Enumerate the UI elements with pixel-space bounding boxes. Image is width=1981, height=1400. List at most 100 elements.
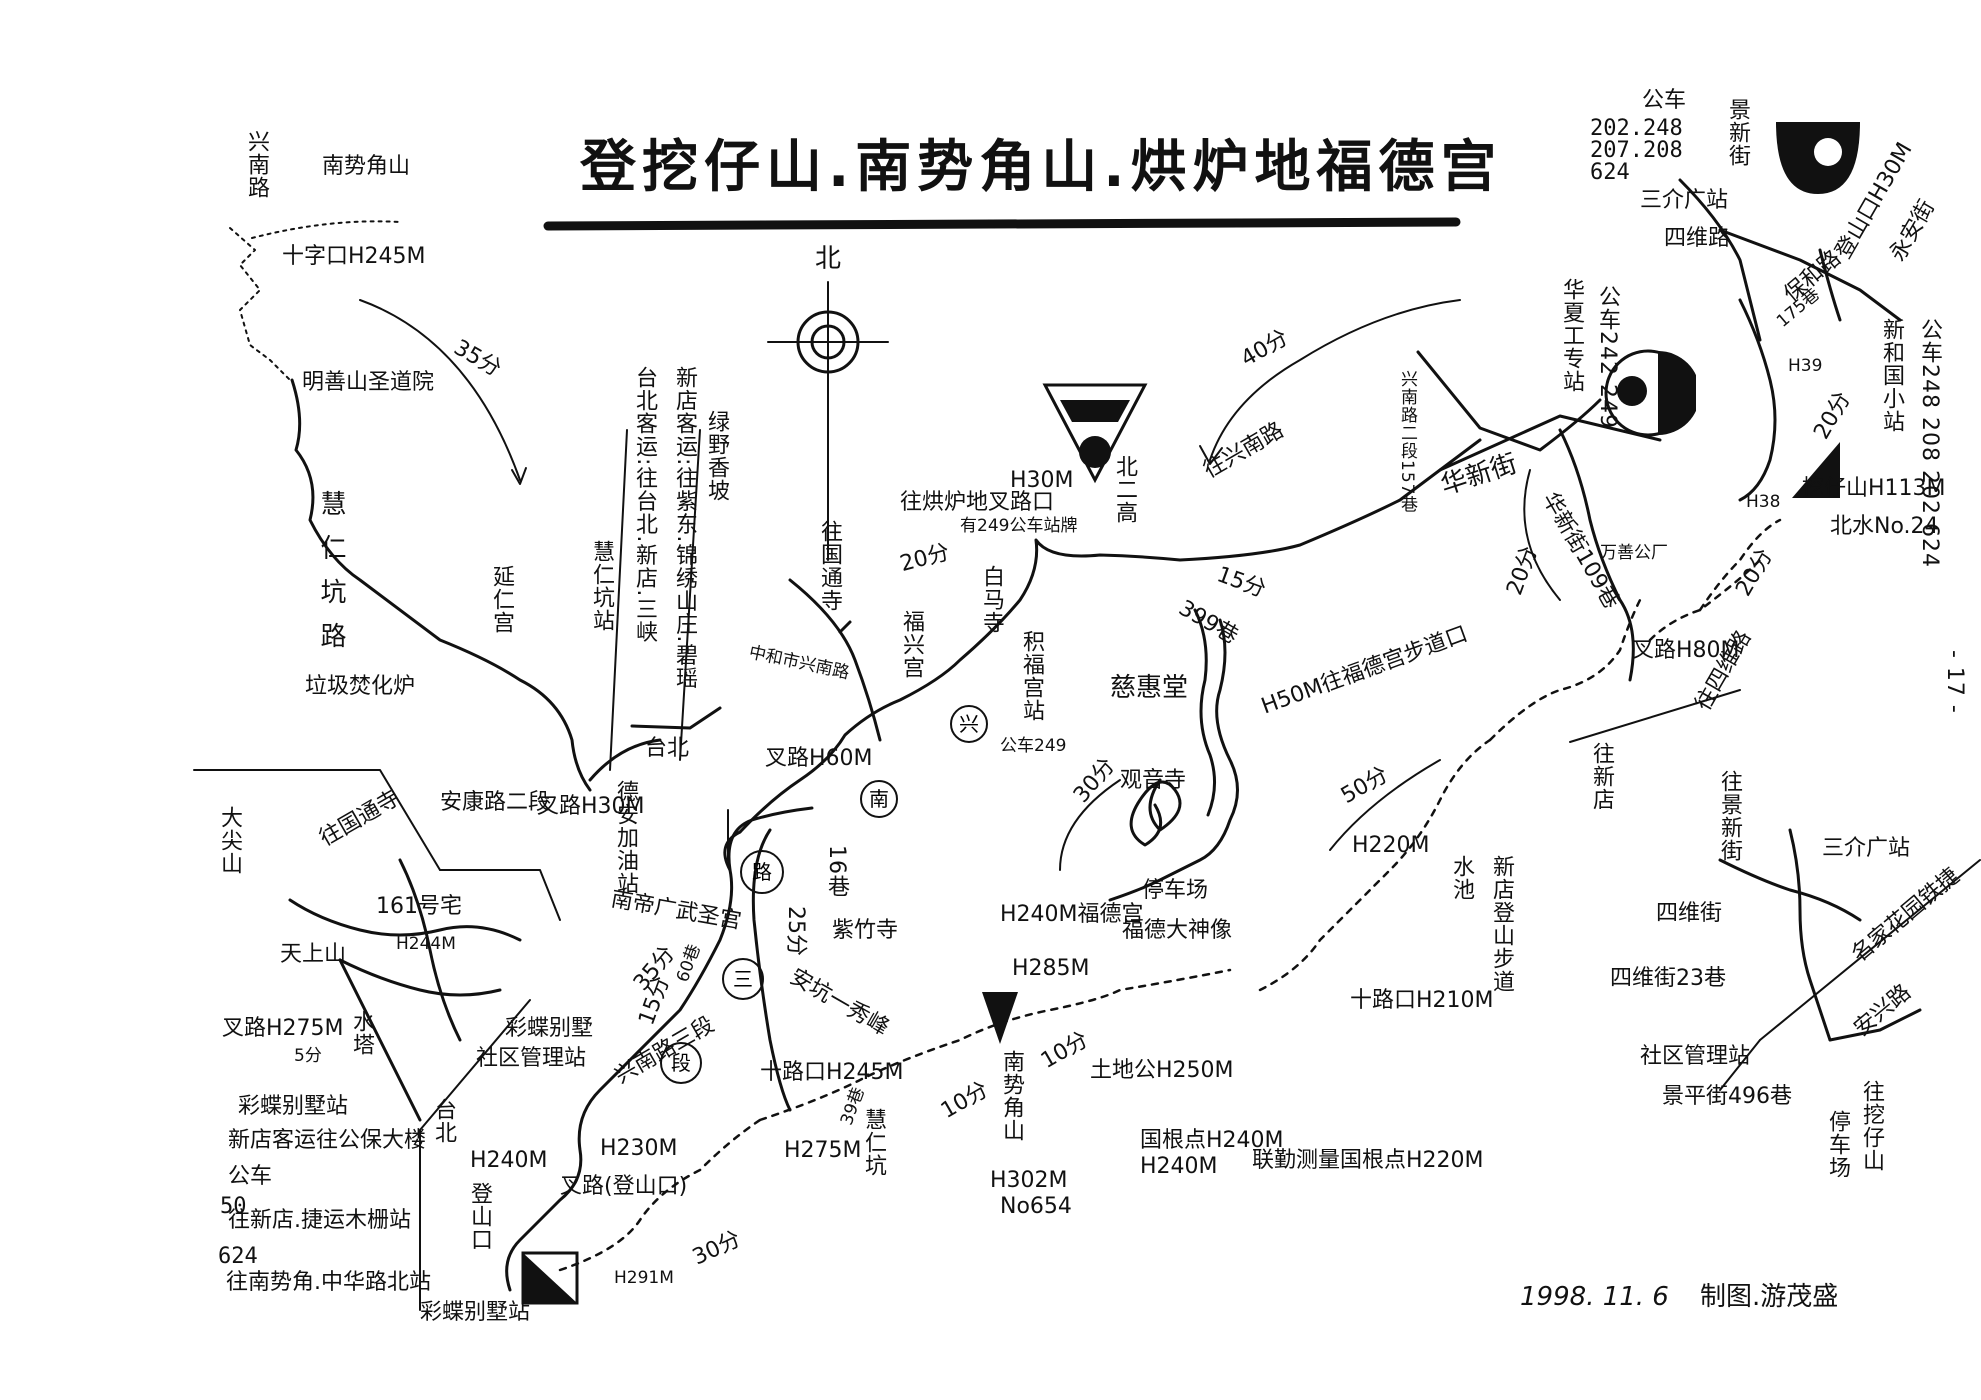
sw-h240-label: H240M — [470, 1148, 548, 1173]
sw-to-taipei-label: 台北 — [431, 1098, 456, 1144]
no654-label: No654 — [1000, 1194, 1072, 1219]
compass-north-label: 北 — [815, 244, 842, 274]
wazishan-peak-icon — [1792, 442, 1840, 498]
fude-gong-label: H240M福德宫 — [1000, 902, 1144, 927]
wanshan-temple-label: 万善公厂 — [1600, 543, 1668, 563]
se-community-label: 社区管理站 — [1640, 1044, 1751, 1069]
ne-h38-label: H38 — [1746, 492, 1781, 512]
h302-label: H302M — [990, 1168, 1068, 1193]
se-jingping-lane-label: 景平街496巷 — [1662, 1084, 1792, 1109]
sw-buses-label: 新店客运往公保大楼 — [228, 1128, 427, 1153]
xing-circle: 兴 — [950, 705, 988, 743]
ne-xinhe-station-label: 新和国小站 — [1879, 318, 1904, 433]
credit-date: 1998. 11. 6 — [1520, 1282, 1669, 1312]
se-to-wazishan-label: 往挖仔山 — [1859, 1080, 1884, 1172]
sw-tianshang-mountain-label: 天上山 — [280, 942, 347, 967]
map-title: 登挖仔山.南势角山.烘炉地福德宫 — [580, 135, 1503, 200]
huaxia-station-symbol-icon — [1604, 349, 1696, 437]
bus-249-sign-label: 有249公车站牌 — [960, 516, 1078, 536]
guogen-label: 国根点H240M — [1140, 1128, 1284, 1153]
garbage-plant-label: 垃圾焚化炉 — [305, 674, 416, 699]
xingnan-157-label: 兴南路二段157巷 — [1397, 370, 1417, 514]
to-honglu-fork-label: 往烘炉地叉路口 — [900, 490, 1055, 515]
sw-bus-624-label: 624 — [218, 1244, 258, 1269]
h275-label: H275M — [784, 1138, 862, 1163]
bus-249-label: 公车249 — [1000, 736, 1067, 756]
parking-label: 停车场 — [1142, 878, 1209, 903]
sw-trailhead-label: 登山口 — [467, 1182, 492, 1251]
se-sanjie-label: 三介广站 — [1822, 836, 1911, 861]
to-xindian-label: 往新店 — [1589, 742, 1614, 811]
xindian-trail-label: 新店登山步道 — [1489, 855, 1514, 993]
nanshijiao-peak-icon — [982, 992, 1018, 1044]
bus-routes-green-label: 绿野香坡 — [704, 410, 729, 502]
nanshijiao-small-label: 南势角山 — [322, 154, 411, 179]
to-taipei-label: 台北 — [645, 736, 690, 761]
sw-temple-161-label: 161号宅 — [376, 894, 462, 919]
lane-16-label: 16巷 — [824, 845, 849, 898]
yanren-gong-label: 延仁宫 — [489, 565, 514, 634]
sw-dajian-mountain-label: 大尖山 — [217, 806, 242, 875]
bus-routes-xindian-label: 新店客运:往紫东.锦绣山庄.碧瑶 — [672, 366, 697, 690]
huiren-keng-label: 慧仁坑 — [861, 1108, 886, 1177]
h220-label: H220M — [1352, 833, 1430, 858]
nanshijiao-peak-label: 南势角山 — [999, 1050, 1024, 1142]
time-25-label: 25分 — [783, 906, 808, 956]
ne-wazishan-label: 挖仔山H113M — [1802, 476, 1946, 501]
lianqin-label: 联勤测量国根点H220M — [1252, 1148, 1484, 1173]
crossroad-label: 十字口H245M — [282, 244, 426, 269]
sw-h244-label: H244M — [396, 934, 456, 954]
lu-circle: 路 — [740, 850, 784, 894]
bus-routes-taipei-label: 台北客运:往台北.新店.三峡 — [632, 366, 657, 644]
fuxing-gong-label: 福兴宫 — [899, 610, 924, 679]
ne-sanjie-station-label: 三介广站 — [1640, 188, 1729, 213]
h240-2-label: H240M — [1140, 1154, 1218, 1179]
baima-temple-label: 白马寺 — [979, 565, 1004, 634]
se-jingxin-st-label: 往景新街 — [1717, 770, 1742, 862]
page-number: - 17 - — [1942, 650, 1967, 714]
huiren-keng-road-label: 慧仁坑路 — [316, 490, 346, 666]
water-pool-label: 水池 — [1449, 855, 1474, 901]
sw-to-xindian-label: 往新店.捷运木栅站 — [228, 1208, 411, 1233]
jishan-station-label: 积福宫站 — [1019, 630, 1044, 722]
to-guotong-label: 往国通寺 — [817, 520, 842, 612]
sw-water-tower-label: 水塔 — [349, 1010, 374, 1056]
sw-bus-label: 公车 — [228, 1164, 273, 1189]
crossroad-h245-label: 十路口H245M — [760, 1060, 904, 1085]
sw-bus-50-label: 50 — [220, 1194, 247, 1219]
ne-bus-label: 公车 — [1642, 88, 1687, 113]
sw-h230-label: H230M — [600, 1136, 678, 1161]
beier-high-label: 北二高 — [1112, 455, 1137, 524]
sw-time-5-label: 5分 — [294, 1046, 322, 1066]
ne-routes-label: 202.248 207.208 624 — [1590, 116, 1683, 185]
huaxia-station-label: 华夏工专站 — [1559, 278, 1584, 393]
huirenkeng-station-label: 慧仁坑站 — [589, 540, 614, 632]
sw-h291-label: H291M — [614, 1268, 674, 1288]
credit-author: 制图.游茂盛 — [1700, 1282, 1839, 1312]
tudi-gong-label: 土地公H250M — [1090, 1058, 1234, 1083]
honglu-fork-symbol-icon — [1042, 383, 1148, 484]
xingnan-road-label: 兴南路 — [244, 130, 269, 199]
sw-butterfly-villa-road-label: 彩蝶别墅 — [505, 1016, 594, 1041]
mingshan-temple-label: 明善山圣道院 — [302, 370, 435, 395]
bus-242-249-label: 公车242 249 — [1595, 285, 1620, 429]
fork-h30-label: 叉路H30M — [537, 794, 645, 819]
ne-siwei-road-label: 四维路 — [1664, 226, 1731, 251]
crossroad-h210-label: 十路口H210M — [1350, 988, 1494, 1013]
sw-community-label: 社区管理站 — [476, 1046, 587, 1071]
h285-label: H285M — [1012, 956, 1090, 981]
sw-to-nanshi-label: 往南势角.中华路北站 — [226, 1270, 431, 1295]
nan-circle: 南 — [860, 780, 898, 818]
ne-inset-symbol-icon — [1776, 122, 1860, 194]
fork-h80-label: 叉路H80M — [1632, 638, 1740, 663]
ne-beishui-label: 北水No.24 — [1830, 514, 1939, 539]
anle-road-label: 安康路二段 — [440, 790, 551, 815]
se-siwei-st-label: 四维街 — [1656, 901, 1723, 926]
guanyin-temple-label: 观音寺 — [1120, 768, 1187, 793]
cihui-tang-label: 慈惠堂 — [1110, 673, 1189, 703]
zizhu-temple-label: 紫竹寺 — [832, 918, 899, 943]
deyu-gas-label: 德安加油站 — [613, 780, 638, 895]
ne-jingxin-st-label: 景新街 — [1725, 98, 1750, 167]
